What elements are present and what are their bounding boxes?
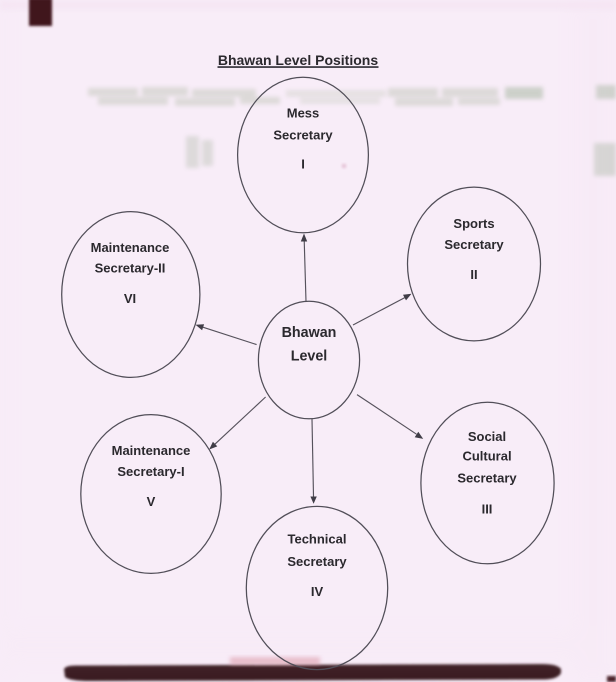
svg-text:Secretary: Secretary [444,237,504,252]
svg-text:Secretary-II: Secretary-II [95,261,166,276]
svg-text:Secretary-I: Secretary-I [117,464,184,479]
svg-text:Secretary: Secretary [273,128,333,143]
svg-text:VI: VI [124,291,136,306]
svg-text:Maintenance: Maintenance [112,443,191,458]
svg-text:Cultural: Cultural [462,448,511,463]
svg-text:II: II [470,267,477,282]
svg-text:Maintenance: Maintenance [91,240,170,255]
svg-text:V: V [147,494,156,509]
svg-text:Technical: Technical [287,531,346,546]
svg-text:Sports: Sports [453,216,494,231]
svg-text:Secretary: Secretary [457,470,517,485]
svg-text:Bhawan: Bhawan [282,325,337,341]
svg-text:III: III [482,502,493,517]
svg-text:Bhawan Level Positions: Bhawan Level Positions [218,52,378,68]
svg-text:Social: Social [468,429,506,444]
svg-text:Level: Level [291,348,328,364]
svg-text:IV: IV [311,584,324,599]
svg-text:Secretary: Secretary [287,554,347,569]
svg-text:I: I [301,157,305,172]
svg-text:Mess: Mess [287,106,320,121]
